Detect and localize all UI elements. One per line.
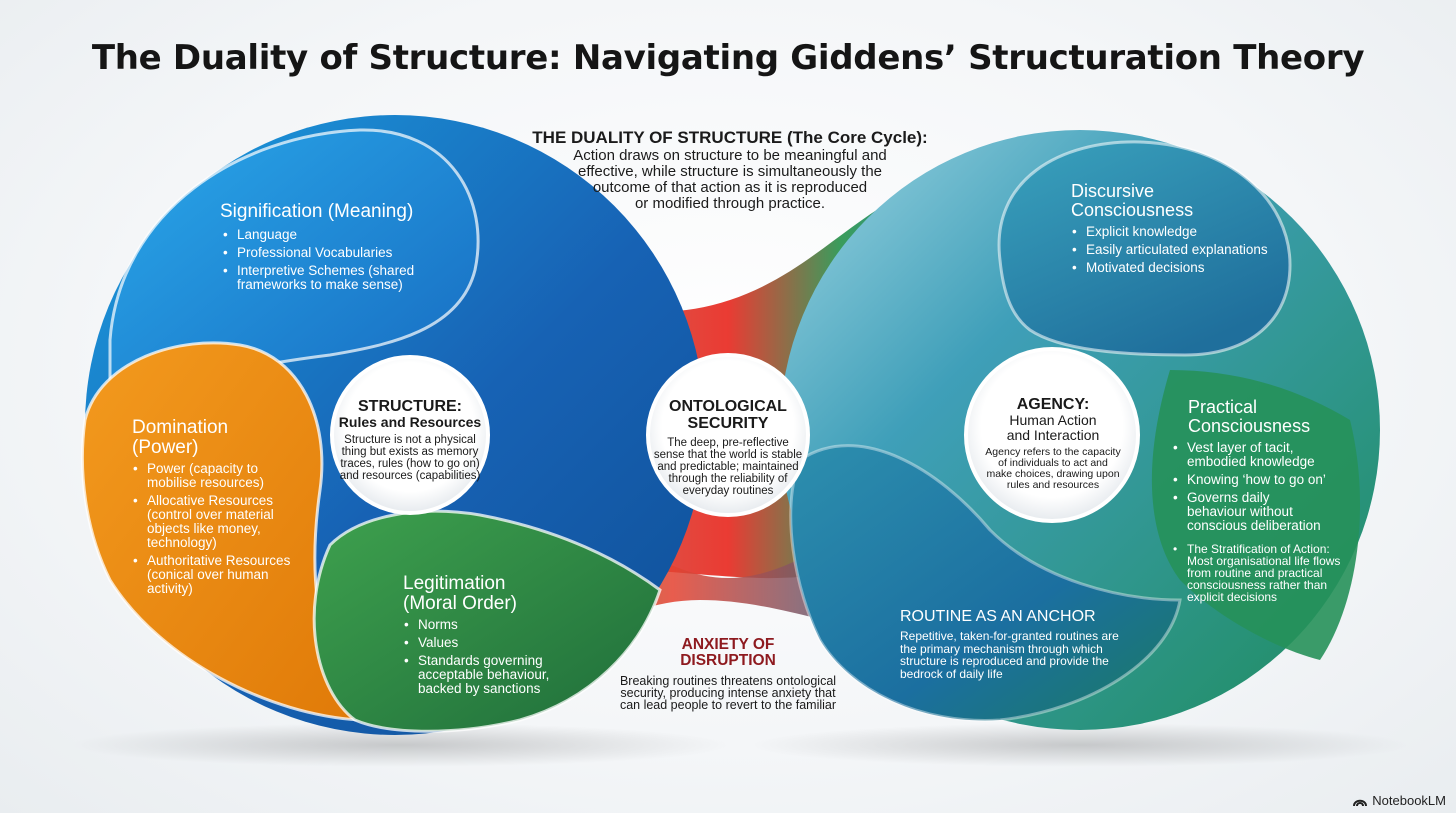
domination-item: Allocative Resources (control over mater…: [132, 494, 297, 550]
ontological-hub-title: SECURITY: [687, 415, 769, 432]
routine-body: Repetitive, taken-for-granted routines a…: [900, 629, 1119, 681]
practical-title: Consciousness: [1188, 416, 1311, 436]
signification-item: Interpretive Schemes (shared frameworks …: [222, 264, 427, 292]
agency-hub-title: AGENCY:: [1016, 396, 1090, 413]
practical-item: Vest layer of tacit, embodied knowledge: [1172, 441, 1327, 469]
discursive-item: Motivated decisions: [1071, 261, 1281, 276]
agency-hub-subtitle: and Interaction: [1006, 427, 1100, 443]
domination-title: Domination: [132, 417, 229, 438]
signification-block: Signification (Meaning) Language Profess…: [220, 202, 450, 296]
agency-hub-subtitle: Human Action: [1009, 412, 1097, 428]
discursive-item: Easily articulated explanations: [1071, 243, 1281, 258]
legitimation-title: (Moral Order): [403, 593, 518, 614]
practical-item: Governs daily behaviour without consciou…: [1172, 491, 1327, 533]
domination-title: (Power): [132, 437, 199, 458]
legitimation-title: Legitimation: [403, 573, 506, 594]
practical-item: Knowing ‘how to go on’: [1172, 473, 1352, 488]
core-cycle-note: THE DUALITY OF STRUCTURE (The Core Cycle…: [520, 128, 940, 212]
brand-watermark: NotebookLM: [1352, 793, 1446, 808]
domination-item: Authoritative Resources (conical over hu…: [132, 554, 297, 596]
discursive-title: Consciousness: [1071, 200, 1194, 220]
core-cycle-line: outcome of that action as it is reproduc…: [592, 179, 868, 196]
core-cycle-line: effective, while structure is simultaneo…: [577, 163, 883, 180]
routine-title: ROUTINE AS AN ANCHOR: [900, 608, 1096, 625]
domination-item: Power (capacity to mobilise resources): [132, 462, 277, 490]
routine-region: [789, 444, 1182, 722]
notebooklm-logo-icon: [1353, 799, 1368, 806]
structure-hub-body: Structure is not a physical thing but ex…: [339, 434, 481, 482]
structure-hub-circle: [330, 355, 490, 515]
discursive-block: Discursive Consciousness Explicit knowle…: [1071, 182, 1281, 279]
legitimation-item: Standards governing acceptable behaviour…: [403, 654, 568, 696]
legitimation-item: Norms: [403, 618, 573, 633]
core-cycle-line: Action draws on structure to be meaningf…: [573, 147, 887, 164]
page-title: The Duality of Structure: Navigating Gid…: [91, 38, 1365, 78]
signification-title: Signification (Meaning): [220, 201, 414, 222]
core-cycle-line: or modified through practice.: [634, 195, 826, 212]
core-cycle-heading: THE DUALITY OF STRUCTURE (The Core Cycle…: [532, 128, 928, 147]
structure-hub-title: STRUCTURE:: [358, 398, 462, 415]
stratification-note: The Stratification of Action: Most organ…: [1172, 543, 1347, 603]
agency-hub-body: Agency refers to the capacity of individ…: [985, 446, 1121, 491]
ontological-hub-title: ONTOLOGICAL: [669, 398, 787, 415]
practical-block: Practical Consciousness Vest layer of ta…: [1172, 398, 1352, 607]
anxiety-title: ANXIETY OF: [681, 636, 775, 653]
ontological-hub: ONTOLOGICAL SECURITY The deep, pre-refle…: [652, 398, 804, 497]
ontological-hub-circle: [646, 353, 810, 517]
practical-title: Practical: [1188, 397, 1258, 417]
legitimation-block: Legitimation (Moral Order) Norms Values …: [403, 574, 573, 700]
signification-item: Professional Vocabularies: [222, 246, 450, 261]
structure-hub: STRUCTURE: Rules and Resources Structure…: [336, 398, 484, 482]
anxiety-block: ANXIETY OF DISRUPTION Breaking routines …: [612, 636, 844, 712]
agency-hub-circle: [964, 347, 1140, 523]
anxiety-title: DISRUPTION: [680, 652, 776, 669]
floor-shadow-left: [70, 723, 730, 767]
routine-block: ROUTINE AS AN ANCHOR Repetitive, taken-f…: [900, 608, 1125, 680]
structure-hub-subtitle: Rules and Resources: [338, 414, 482, 430]
anxiety-body: Breaking routines threatens ontological …: [619, 674, 837, 712]
brand-label: NotebookLM: [1372, 793, 1446, 808]
signification-item: Language: [222, 228, 450, 243]
floor-shadow-right: [750, 723, 1410, 767]
legitimation-item: Values: [403, 636, 573, 651]
discursive-title: Discursive: [1071, 181, 1155, 201]
ontological-hub-body: The deep, pre-reflective sense that the …: [653, 437, 803, 497]
discursive-item: Explicit knowledge: [1071, 225, 1281, 240]
domination-block: Domination (Power) Power (capacity to mo…: [132, 418, 307, 600]
agency-hub: AGENCY: Human Action and Interaction Age…: [984, 396, 1122, 491]
